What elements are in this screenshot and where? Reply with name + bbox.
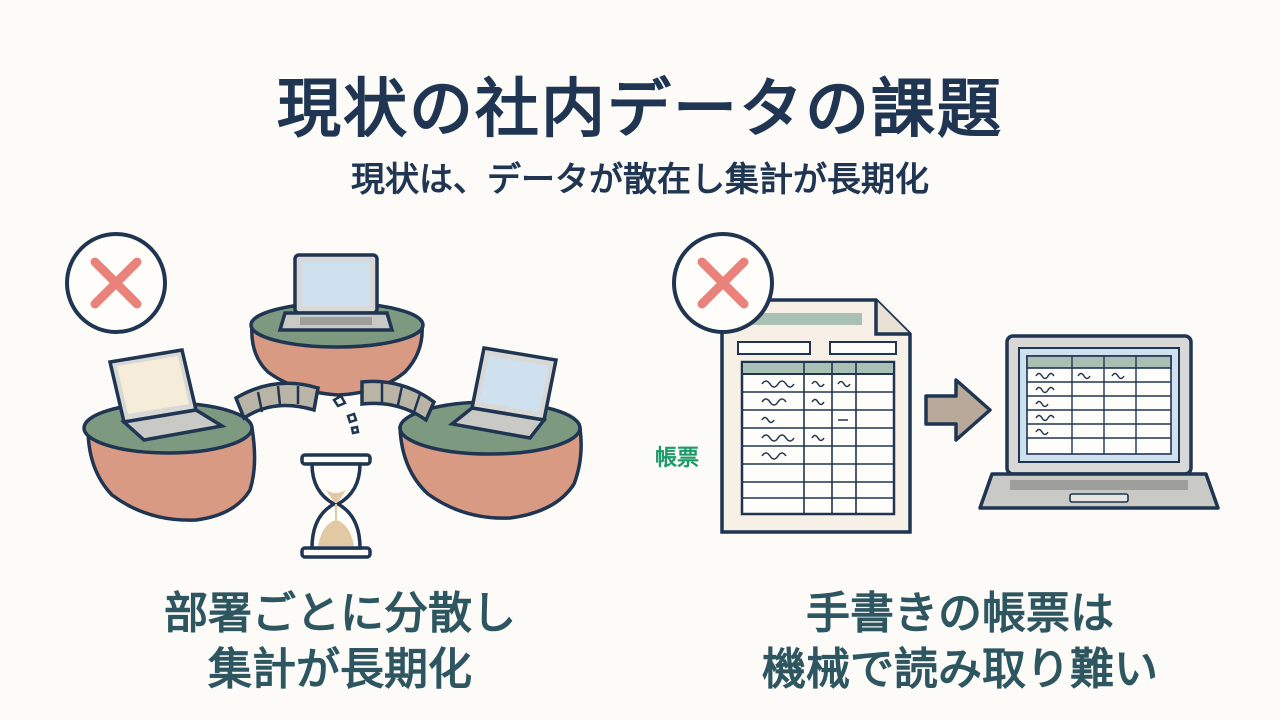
broken-bridge bbox=[233, 379, 437, 435]
left-caption: 部署ごとに分散し 集計が長期化 bbox=[130, 586, 550, 698]
form-label: 帳票 bbox=[655, 446, 700, 471]
top-laptop-icon bbox=[277, 253, 395, 332]
right-x-mark-icon bbox=[672, 232, 774, 334]
left-x-mark-icon bbox=[65, 232, 167, 334]
page-subtitle: 現状は、データが散在し集計が長期化 bbox=[351, 160, 929, 200]
left-caption-line1: 部署ごとに分散し bbox=[164, 588, 516, 639]
right-caption-line1: 手書きの帳票は bbox=[806, 588, 1114, 639]
right-caption: 手書きの帳票は 機械で読み取り難い bbox=[720, 586, 1200, 698]
destination-laptop-icon bbox=[978, 334, 1220, 510]
handwritten-form-icon bbox=[720, 298, 912, 534]
right-caption-line2: 機械で読み取り難い bbox=[762, 644, 1158, 695]
left-caption-line2: 集計が長期化 bbox=[208, 644, 472, 695]
page-title: 現状の社内データの課題 bbox=[277, 73, 1003, 147]
hourglass-icon bbox=[300, 453, 372, 559]
right-laptop-icon bbox=[447, 345, 559, 440]
arrow-right-icon bbox=[924, 378, 992, 442]
left-laptop-icon bbox=[107, 348, 227, 442]
